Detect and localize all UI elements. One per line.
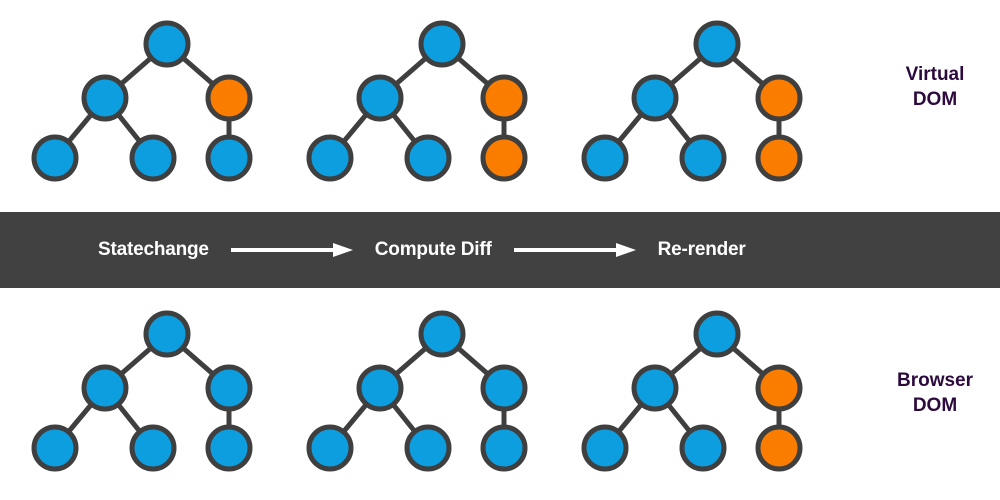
banner-step-compute-diff: Compute Diff <box>374 239 492 260</box>
tree-node-leaf3-blue[interactable] <box>205 424 253 472</box>
browser-dom-tree-3 <box>581 310 803 472</box>
tree-node-leaf2-blue[interactable] <box>679 424 727 472</box>
tree-node-leaf3-blue[interactable] <box>205 134 253 182</box>
browser-dom-label-line-1: Browser <box>896 370 974 391</box>
tree-node-right-orange[interactable] <box>755 74 803 122</box>
tree-node-left-blue[interactable] <box>81 364 129 412</box>
tree-node-root-blue[interactable] <box>693 310 741 358</box>
tree-node-root-blue[interactable] <box>143 310 191 358</box>
browser-dom-row <box>0 288 1000 500</box>
browser-dom-label-line-2: DOM <box>912 395 958 417</box>
tree-node-left-blue[interactable] <box>81 74 129 122</box>
virtual-dom-row <box>0 0 1000 212</box>
tree-node-leaf2-blue[interactable] <box>404 134 452 182</box>
virtual-dom-label-line-1: Virtual <box>905 64 965 85</box>
tree-node-leaf1-blue[interactable] <box>581 424 629 472</box>
virtual-dom-tree-3 <box>581 20 803 182</box>
arrow-right-icon <box>513 243 636 257</box>
tree-node-left-blue[interactable] <box>631 74 679 122</box>
tree-node-root-blue[interactable] <box>693 20 741 68</box>
tree-node-leaf1-blue[interactable] <box>581 134 629 182</box>
process-banner: Statechange Compute Diff Re-render <box>0 212 1000 288</box>
tree-node-right-orange[interactable] <box>480 74 528 122</box>
tree-node-leaf1-blue[interactable] <box>31 134 79 182</box>
tree-node-right-blue[interactable] <box>480 364 528 412</box>
tree-node-right-orange[interactable] <box>755 364 803 412</box>
tree-node-left-blue[interactable] <box>356 74 404 122</box>
tree-node-leaf2-blue[interactable] <box>404 424 452 472</box>
arrow-right-icon <box>230 243 353 257</box>
tree-node-left-blue[interactable] <box>631 364 679 412</box>
banner-step-re-render: Re-render <box>657 239 746 260</box>
tree-node-leaf2-blue[interactable] <box>679 134 727 182</box>
tree-node-leaf3-blue[interactable] <box>480 424 528 472</box>
tree-node-leaf1-blue[interactable] <box>306 134 354 182</box>
tree-node-right-blue[interactable] <box>205 364 253 412</box>
tree-node-root-blue[interactable] <box>418 310 466 358</box>
tree-node-leaf1-blue[interactable] <box>31 424 79 472</box>
tree-node-leaf3-orange[interactable] <box>755 424 803 472</box>
browser-dom-tree-1 <box>31 310 253 472</box>
browser-dom-tree-2 <box>306 310 528 472</box>
tree-node-leaf3-orange[interactable] <box>480 134 528 182</box>
tree-node-root-blue[interactable] <box>143 20 191 68</box>
virtual-dom-label-line-2: DOM <box>912 89 958 111</box>
process-banner-steps: Statechange Compute Diff Re-render <box>0 239 746 261</box>
virtual-dom-tree-1 <box>31 20 253 182</box>
tree-node-right-orange[interactable] <box>205 74 253 122</box>
tree-node-leaf2-blue[interactable] <box>129 424 177 472</box>
banner-step-statechange: Statechange <box>98 239 209 260</box>
tree-node-leaf2-blue[interactable] <box>129 134 177 182</box>
tree-node-root-blue[interactable] <box>418 20 466 68</box>
tree-node-leaf3-orange[interactable] <box>755 134 803 182</box>
tree-node-leaf1-blue[interactable] <box>306 424 354 472</box>
tree-node-left-blue[interactable] <box>356 364 404 412</box>
virtual-dom-tree-2 <box>306 20 528 182</box>
